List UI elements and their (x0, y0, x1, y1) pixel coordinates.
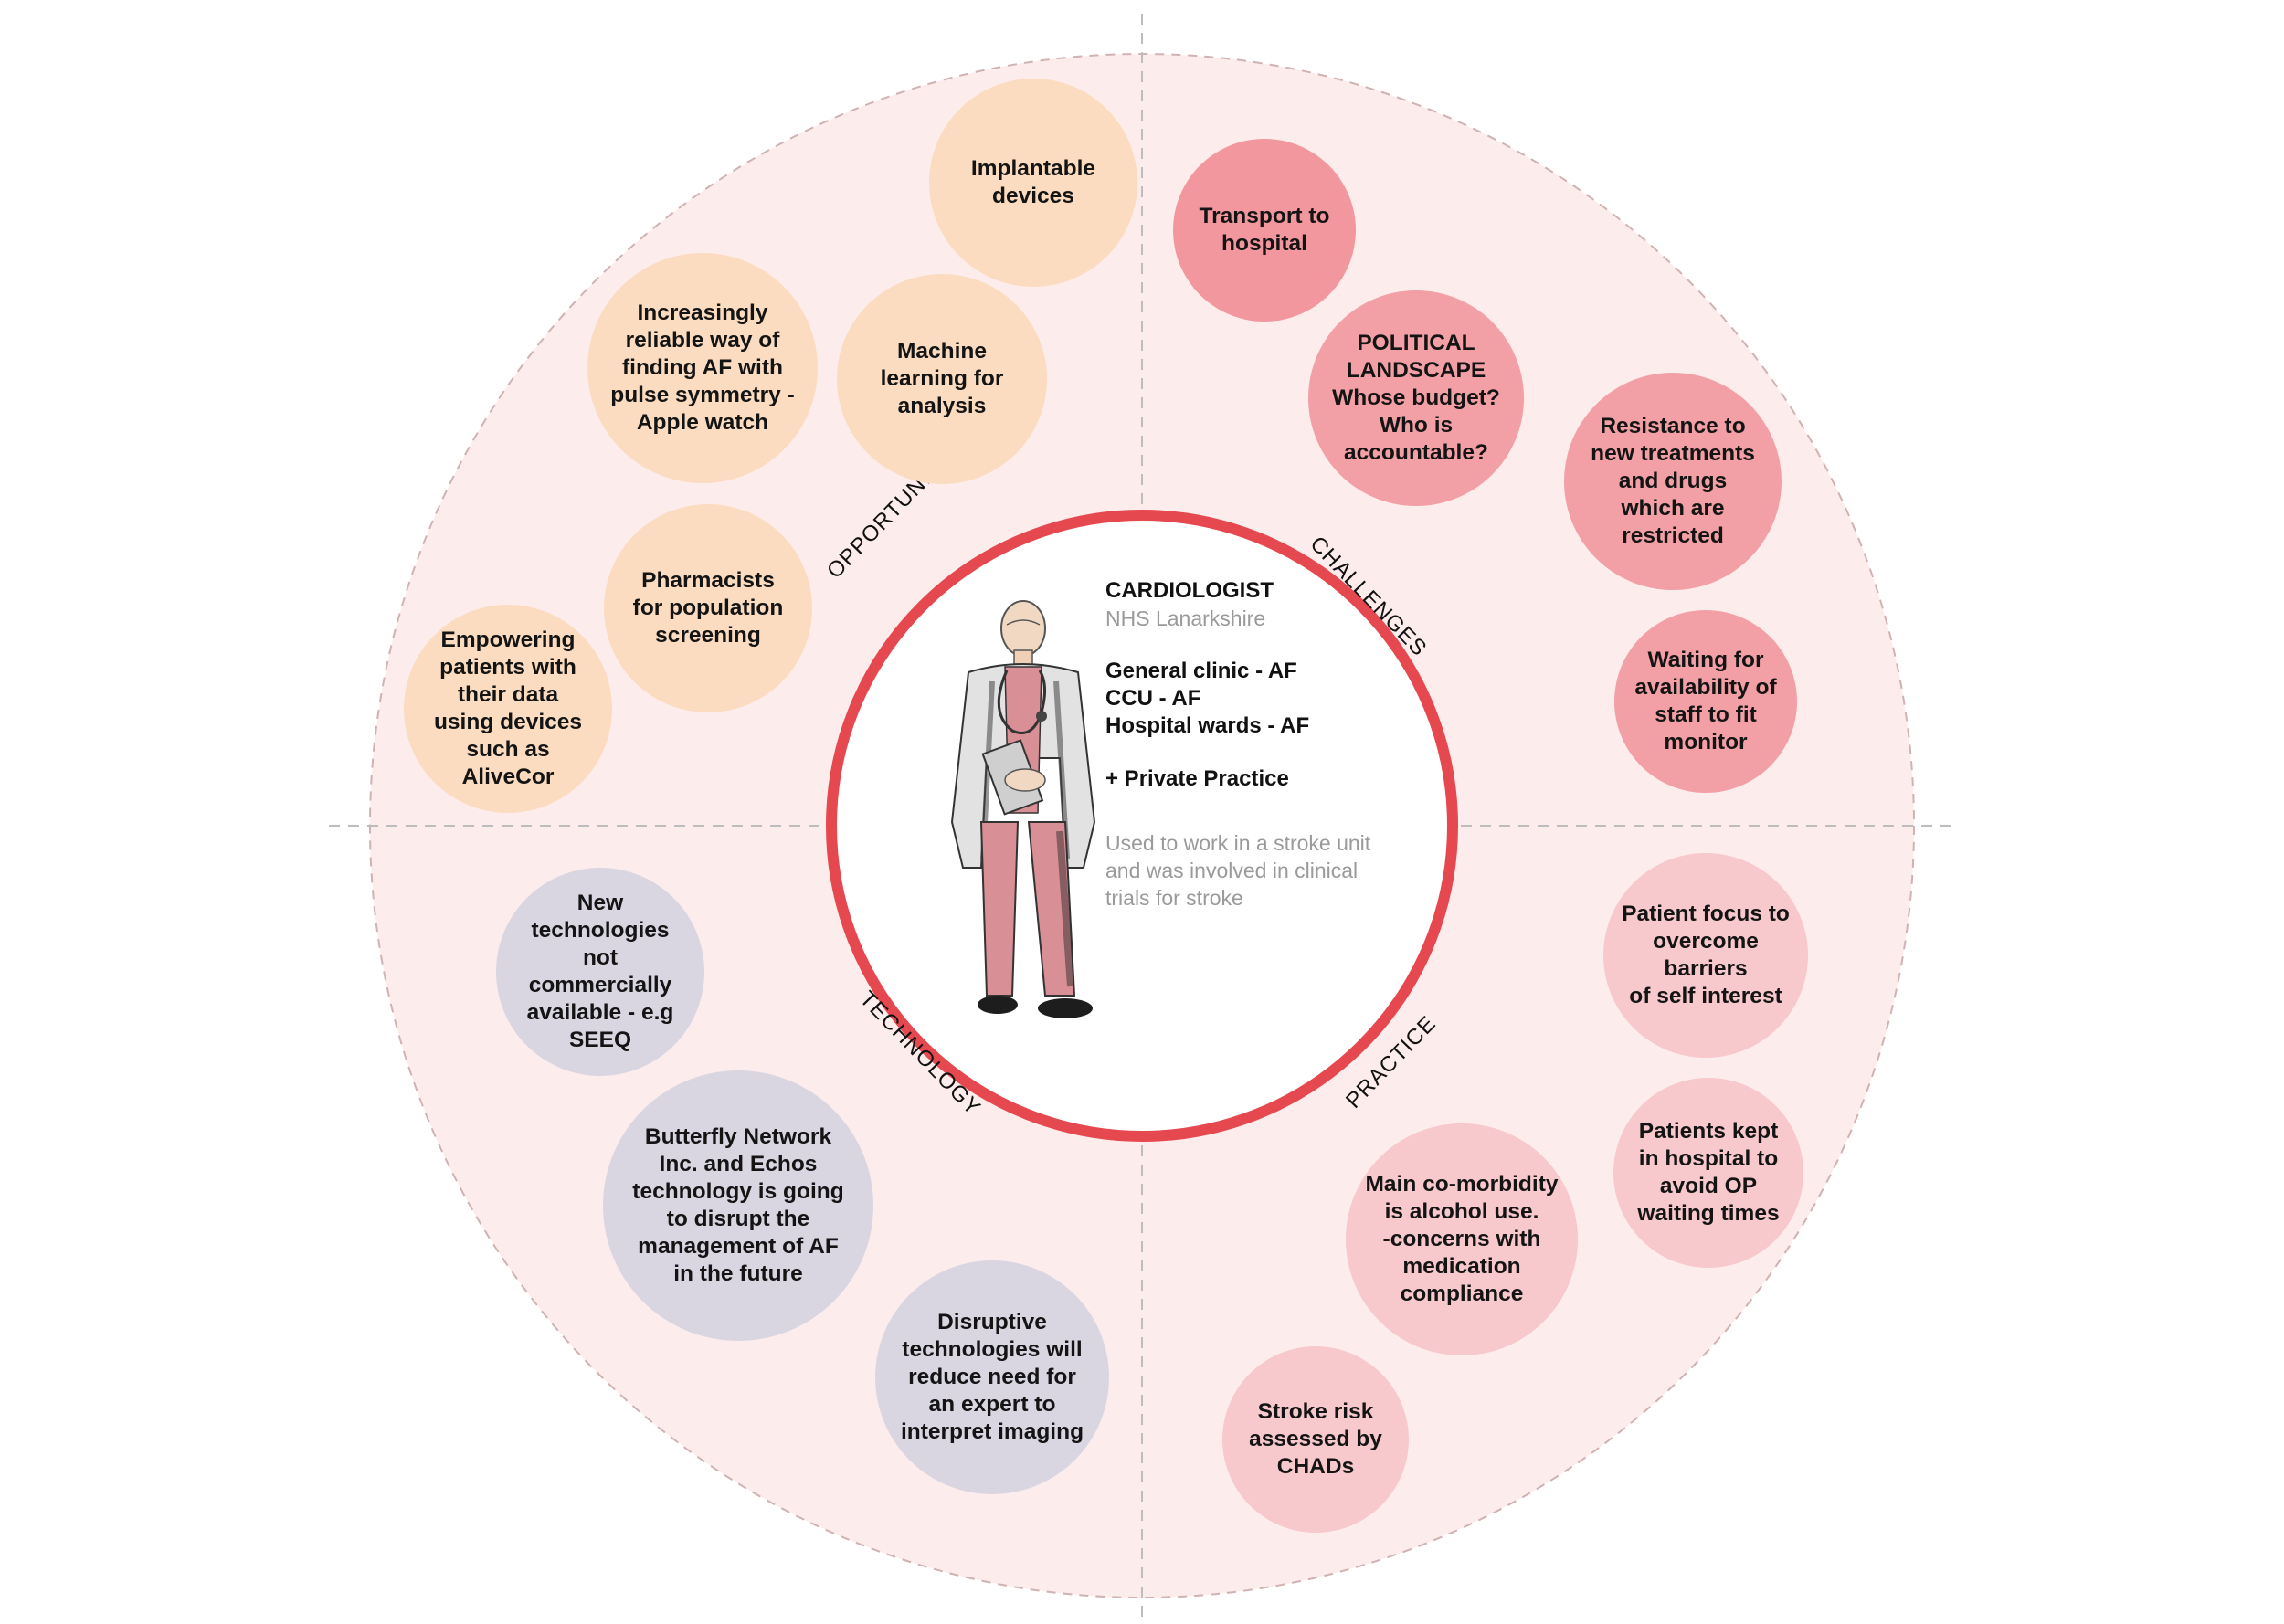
organisation: NHS Lanarkshire (1105, 606, 1266, 630)
background-line: Used to work in a stroke unit (1105, 831, 1371, 855)
background-line: trials for stroke (1105, 886, 1243, 910)
doctor-illustration (950, 600, 1096, 1018)
background-line: and was involved in clinical (1105, 859, 1359, 882)
role-title: CARDIOLOGIST (1105, 578, 1274, 603)
duty-line: CCU - AF (1105, 686, 1201, 711)
duty-line: Hospital wards - AF (1105, 713, 1310, 738)
duty-line: General clinic - AF (1105, 659, 1297, 683)
profile-card: CARDIOLOGIST NHS Lanarkshire General cli… (1105, 577, 1453, 912)
private-practice: + Private Practice (1105, 766, 1289, 791)
